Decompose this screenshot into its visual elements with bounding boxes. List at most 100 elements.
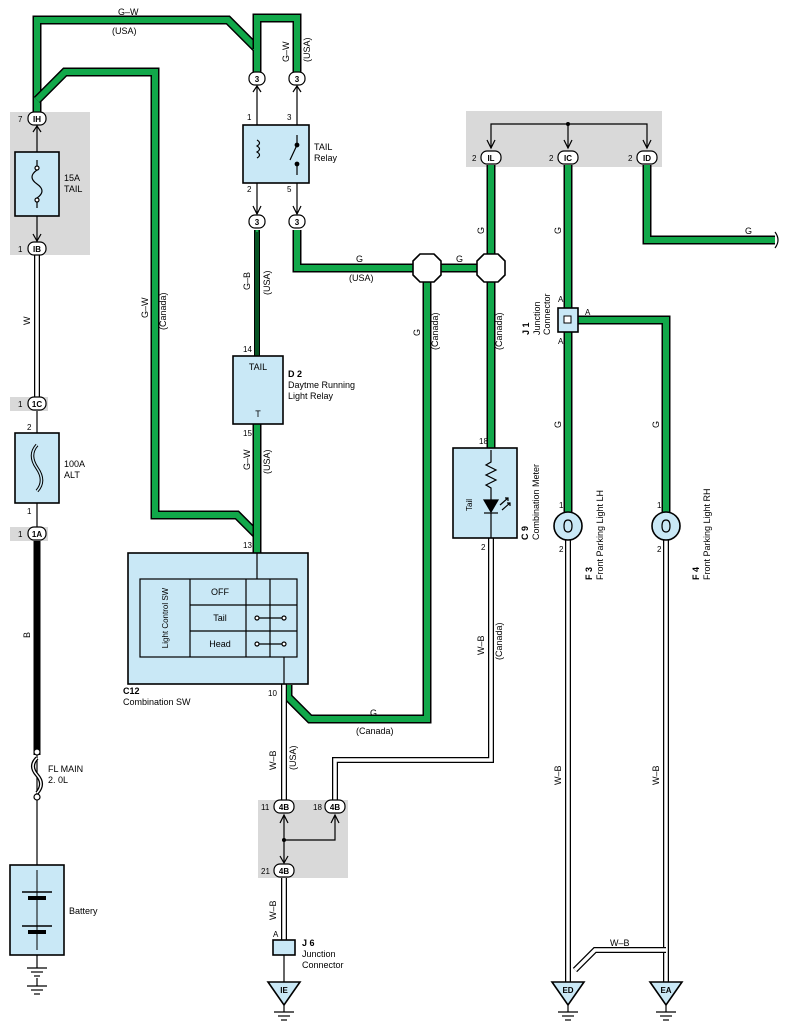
svg-text:10: 10 (268, 689, 277, 698)
svg-text:G: G (412, 329, 422, 336)
svg-text:G–W: G–W (118, 7, 139, 17)
svg-text:G–W: G–W (140, 297, 150, 318)
ground-ed-icon (550, 981, 586, 1021)
pin-numbers: 7 1 1 2 1 1 1 3 2 5 14 15 13 10 2 2 2 18… (18, 113, 662, 939)
svg-text:2: 2 (657, 545, 662, 554)
connector-1c: 1C (32, 400, 42, 409)
sw-light-control-label: Light Control SW (161, 587, 170, 648)
connector-3a: 3 (255, 75, 260, 84)
svg-text:W–B: W–B (610, 938, 630, 948)
svg-text:2: 2 (549, 154, 554, 163)
svg-text:5: 5 (287, 185, 292, 194)
j6-junction-connector (272, 939, 296, 956)
svg-text:18: 18 (479, 437, 488, 446)
d2-code: D 2 (288, 369, 302, 379)
svg-text:(USA): (USA) (288, 745, 298, 770)
indicator-led-icon (482, 450, 511, 538)
svg-text:A: A (585, 308, 591, 317)
wire-g-rh (568, 315, 671, 512)
meter-tail-label: Tail (465, 499, 474, 511)
svg-text:1: 1 (657, 501, 662, 510)
j1-name: Junction (532, 301, 542, 335)
tail-relay (242, 124, 310, 184)
svg-text:W–B: W–B (268, 900, 278, 920)
fuse-tail-rating: 15A (64, 173, 80, 183)
connector-ic: IC (564, 154, 572, 163)
sw-tail-label: Tail (213, 613, 227, 623)
ground-ea-label: EA (660, 986, 671, 995)
battery-cell-icon (22, 870, 52, 950)
svg-text:(Canada): (Canada) (494, 622, 504, 660)
j1-code: J 1 (521, 322, 531, 335)
connectors: IH IB 1C 1A 3 3 3 3 IL IC ID 4B 4B 4B (27, 71, 658, 878)
svg-text:(USA): (USA) (302, 37, 312, 62)
green-wires (32, 13, 775, 724)
fuse-tail-name: TAIL (64, 184, 82, 194)
svg-text:W–B: W–B (651, 765, 661, 785)
d2-name2: Light Relay (288, 391, 334, 401)
ground-ie-label: IE (280, 986, 288, 995)
svg-text:(Canada): (Canada) (494, 312, 504, 350)
svg-text:2: 2 (247, 185, 252, 194)
fuse-alt-rating: 100A (64, 459, 85, 469)
svg-text:1: 1 (18, 530, 23, 539)
wire-gw-relay (252, 13, 302, 72)
f3-bulb-icon (553, 511, 583, 541)
svg-text:7: 7 (18, 115, 23, 124)
j6-name: Junction (302, 949, 336, 959)
svg-text:2: 2 (559, 545, 564, 554)
sw-off-label: OFF (211, 587, 229, 597)
svg-text:G–W: G–W (242, 449, 252, 470)
svg-text:18: 18 (313, 803, 322, 812)
wire-g-id (642, 165, 775, 245)
svg-text:G–B: G–B (242, 272, 252, 290)
f3-name: Front Parking Light LH (595, 490, 605, 580)
wire-end-mark (774, 231, 779, 249)
svg-text:G–W: G–W (281, 41, 291, 62)
battery-name: Battery (69, 906, 98, 916)
connector-3c: 3 (255, 218, 260, 227)
ground-ed-label: ED (562, 986, 573, 995)
svg-text:2: 2 (628, 154, 633, 163)
svg-text:21: 21 (261, 867, 270, 876)
wire-labels: G–W (USA) G–W (USA) G–W (Canada) G–B (US… (22, 7, 752, 948)
fl-main-spec: 2. 0L (48, 775, 68, 785)
svg-text:B: B (22, 632, 32, 638)
svg-text:A: A (273, 930, 279, 939)
connector-4b-11: 4B (279, 803, 289, 812)
splice-point-2 (476, 253, 506, 283)
j6-name2: Connector (302, 960, 344, 970)
svg-text:G: G (651, 421, 661, 428)
svg-text:1: 1 (27, 507, 32, 516)
connector-4b-21: 4B (279, 867, 289, 876)
connector-id: ID (643, 154, 651, 163)
svg-text:1: 1 (247, 113, 252, 122)
svg-text:14: 14 (243, 345, 252, 354)
svg-text:(Canada): (Canada) (158, 292, 168, 330)
tail-relay-name: TAIL (314, 142, 332, 152)
wb-wires (281, 538, 669, 982)
svg-text:3: 3 (287, 113, 292, 122)
d2-drl-relay (232, 355, 284, 425)
connector-3d: 3 (295, 218, 300, 227)
fl-main-name: FL MAIN (48, 764, 83, 774)
svg-text:(USA): (USA) (262, 449, 272, 474)
f4-code: F 4 (691, 567, 701, 580)
connector-il: IL (487, 154, 494, 163)
svg-text:A: A (558, 337, 564, 346)
wire-gw-top (32, 15, 262, 112)
svg-text:G: G (456, 254, 463, 264)
svg-text:1: 1 (18, 245, 23, 254)
fl-main-fusible-link (31, 748, 43, 801)
splice-point-1 (412, 253, 442, 283)
tail-relay-name2: Relay (314, 153, 338, 163)
sw-head-label: Head (209, 639, 231, 649)
connector-1a: 1A (32, 530, 42, 539)
ground-ea-icon (648, 981, 684, 1021)
svg-text:G: G (356, 254, 363, 264)
svg-text:W–B: W–B (476, 635, 486, 655)
j1-name2: Connector (542, 293, 552, 335)
svg-text:W–B: W–B (553, 765, 563, 785)
svg-text:13: 13 (243, 541, 252, 550)
